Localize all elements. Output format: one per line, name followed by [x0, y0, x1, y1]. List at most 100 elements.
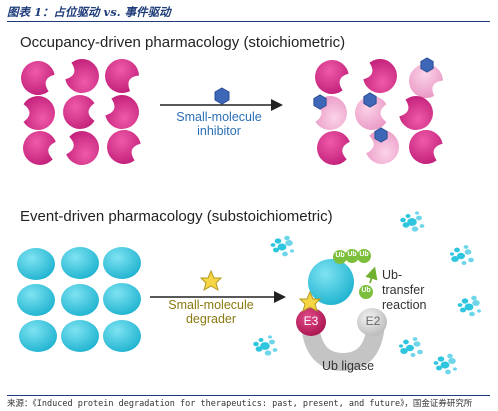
ub-chain-bead [333, 250, 347, 264]
fragment [419, 224, 425, 228]
fragment [290, 249, 294, 253]
fragment [469, 311, 475, 317]
inhibitor-molecule-icon [363, 92, 377, 108]
fragment [282, 251, 288, 257]
ub-single-label: Ub [361, 287, 371, 294]
e3-label: E3 [303, 314, 319, 328]
ub-transfer-label: Ub-transfer reaction [382, 268, 427, 312]
source-footer: 来源：《Induced protein degradation for ther… [7, 399, 473, 409]
target-protein-inhibited [409, 64, 444, 98]
ub-chain-label: Ub [347, 251, 357, 258]
target-protein-bound [308, 259, 354, 305]
fragment [463, 245, 469, 249]
target-protein [21, 61, 55, 95]
fragment [454, 247, 460, 253]
fragment-cluster [457, 295, 481, 317]
target-protein [399, 96, 433, 130]
fragment [258, 338, 264, 342]
fragment [268, 335, 272, 339]
fragment [274, 238, 282, 244]
section-title-occupancy: Occupancy-driven pharmacology (stoichiom… [20, 34, 346, 51]
fragment [464, 249, 472, 255]
fragment [457, 303, 463, 307]
target-protein-inhibited [366, 130, 399, 164]
inhibitor-molecule-icon [420, 57, 434, 73]
fragment [405, 214, 411, 218]
target-protein [17, 284, 55, 316]
fragment [400, 347, 408, 355]
target-protein-inhibited [355, 96, 387, 130]
fragment [270, 243, 276, 247]
fragment [477, 309, 481, 313]
target-protein [61, 247, 99, 279]
fragment [272, 348, 278, 352]
fragment [472, 299, 480, 307]
fragment [440, 361, 450, 369]
degraded-fragments [253, 211, 481, 375]
inhibitor-label: Small-molecule inhibitor [176, 110, 262, 138]
fragment [461, 298, 469, 304]
target-protein [107, 130, 141, 164]
ub-chain-bead [345, 249, 359, 263]
fragment-cluster [399, 337, 423, 357]
ub-single-bead [359, 285, 373, 299]
target-protein-group-intact [17, 247, 141, 352]
fragment [255, 346, 263, 352]
e3-ligase [296, 308, 326, 336]
fragment-cluster [400, 211, 425, 232]
fragment [460, 307, 466, 313]
section-title-event: Event-driven pharmacology (substoichiome… [20, 208, 333, 225]
ub-chain-bead [357, 249, 371, 263]
degrader-star-icon [199, 269, 223, 292]
fragment [403, 339, 409, 345]
ub-chain-label: Ub [359, 251, 369, 258]
fragment [411, 226, 419, 232]
degrader-label: Small-molecule degrader [168, 298, 254, 326]
fragment [448, 357, 456, 365]
target-protein [363, 59, 397, 93]
fragment [402, 222, 410, 228]
fragment [417, 349, 423, 355]
target-protein-group-untreated [21, 59, 141, 165]
fragment [412, 337, 418, 341]
fragment-cluster [433, 353, 457, 375]
e2-enzyme [357, 308, 387, 336]
ub-ligase-bridge [301, 313, 385, 372]
target-protein-group-inhibited [313, 57, 444, 165]
target-protein [17, 248, 55, 280]
ub-ligase-label: Ub ligase [321, 359, 375, 373]
target-protein [105, 95, 139, 129]
fragment [264, 350, 272, 356]
fragment [451, 255, 459, 263]
fragment [273, 247, 279, 253]
target-protein [103, 247, 141, 279]
figure-title: 图表 1：占位驱动 vs. 事件驱动 [7, 5, 171, 19]
fragment [468, 257, 474, 263]
fragment [406, 344, 414, 352]
fragment [285, 239, 293, 247]
fragment [471, 295, 477, 301]
target-protein [103, 283, 141, 315]
inhibitor-molecule-icon [313, 94, 327, 110]
fragment [277, 243, 287, 251]
target-protein [105, 59, 140, 93]
fragment [407, 218, 417, 226]
bound-degrader-star-icon [298, 290, 322, 313]
fragment [410, 353, 416, 357]
fragment [453, 367, 457, 371]
target-protein [317, 131, 350, 165]
target-protein [19, 320, 57, 352]
fragment [436, 365, 442, 371]
fragment [415, 211, 419, 215]
footer-rule [7, 395, 490, 396]
fragment [413, 341, 421, 347]
fragment [445, 369, 451, 375]
target-protein [61, 320, 99, 352]
fragment-cluster [270, 235, 294, 257]
fragment [400, 217, 406, 223]
fragment-cluster [450, 245, 474, 265]
fragment [253, 341, 259, 347]
ub-transfer-arrow [365, 266, 378, 284]
fragment [399, 344, 403, 348]
